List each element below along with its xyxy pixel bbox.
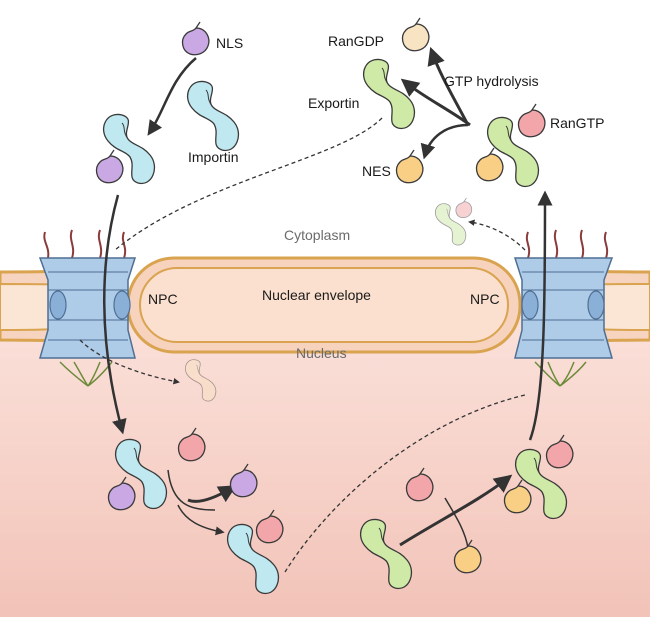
label-npc-left: NPC [148, 291, 178, 307]
label-npc-right: NPC [470, 291, 500, 307]
label-nuclear-envelope: Nuclear envelope [262, 287, 371, 303]
label-rangtp: RanGTP [550, 115, 604, 131]
label-importin: Importin [188, 149, 239, 165]
label-rangdp: RanGDP [328, 33, 384, 49]
npc-left [38, 229, 137, 387]
npc-right [513, 229, 614, 387]
label-nes: NES [362, 163, 391, 179]
export-pathway-arrows [399, 46, 553, 549]
label-gtp-hydrolysis: GTP hydrolysis [444, 73, 539, 89]
label-cytoplasm: Cytoplasm [284, 227, 350, 243]
import-pathway-arrows [79, 57, 526, 573]
label-exportin: Exportin [308, 95, 359, 111]
label-nucleus: Nucleus [296, 345, 347, 361]
label-nls: NLS [216, 35, 243, 51]
